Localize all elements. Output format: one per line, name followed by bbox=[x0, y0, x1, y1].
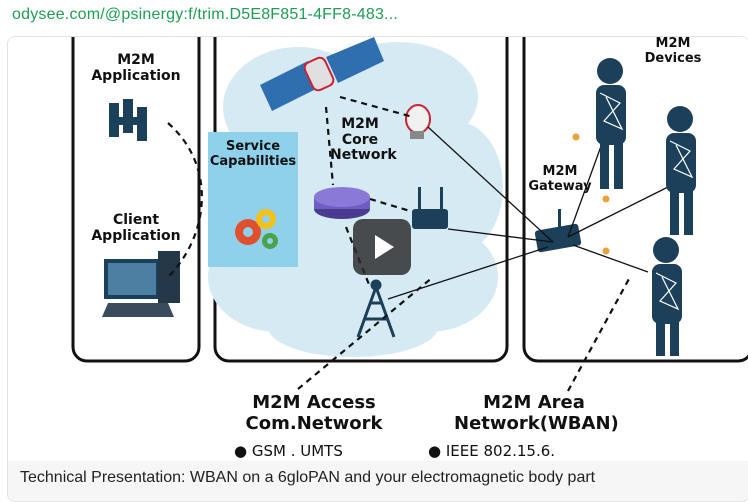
tower-icon bbox=[356, 279, 396, 338]
client-application-label: Client Application bbox=[91, 212, 181, 244]
gateway-label: M2M Gateway bbox=[528, 164, 592, 194]
video-caption-title[interactable]: Technical Presentation: WBAN on a 6gloPA… bbox=[20, 469, 596, 486]
video-link-url[interactable]: odysee.com/@psinergy:f/trim.D5E8F851-4FF… bbox=[12, 6, 398, 23]
router-icon bbox=[314, 187, 370, 219]
video-thumbnail[interactable]: M2M Application Client Application Servi… bbox=[8, 37, 748, 461]
service-capabilities-label: Service Capabilities bbox=[209, 139, 297, 169]
satellite-icon bbox=[260, 37, 384, 111]
access-point-icon bbox=[412, 187, 448, 229]
network-links bbox=[387, 126, 669, 300]
area-bullet-text: IEEE 802.15.6. bbox=[445, 442, 556, 460]
gateway-node-dots bbox=[572, 133, 610, 255]
dish-icon bbox=[405, 104, 431, 139]
devices-panel bbox=[522, 37, 748, 363]
application-icon bbox=[109, 99, 147, 141]
gears-icon bbox=[235, 209, 278, 249]
dashed-arrows bbox=[167, 95, 631, 392]
service-capabilities-box bbox=[208, 132, 298, 267]
area-bullet: ● IEEE 802.15.6. bbox=[428, 442, 556, 460]
m2m-application-label: M2M Application bbox=[91, 52, 181, 84]
video-preview-card[interactable]: M2M Application Client Application Servi… bbox=[7, 36, 748, 502]
access-bullet-text: GSM . UMTS bbox=[251, 442, 343, 460]
application-panel bbox=[71, 37, 201, 363]
computer-icon bbox=[102, 251, 180, 317]
area-network-label: M2M Area Network(WBAN) bbox=[454, 392, 619, 434]
devices-label: M2M Devices bbox=[644, 36, 702, 66]
core-network-label: M2M Core Network bbox=[330, 116, 397, 164]
access-bullet: ● GSM . UMTS bbox=[234, 442, 343, 460]
m2m-network-diagram bbox=[71, 37, 748, 392]
body-sensor-networks bbox=[599, 92, 694, 311]
human-device-figures bbox=[596, 58, 696, 356]
play-button[interactable] bbox=[353, 219, 411, 275]
access-network-label: M2M Access Com.Network bbox=[245, 392, 383, 434]
